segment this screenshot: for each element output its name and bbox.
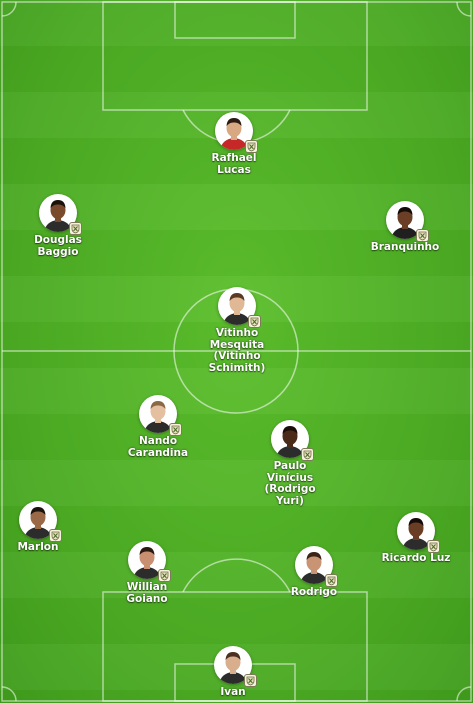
corner-arc-bottom-left [1,686,17,702]
corner-arc-bottom-right [456,686,472,702]
player-portrait [24,507,52,539]
badge-shield [327,576,336,586]
corner-arc-top-left [1,1,17,17]
badge-shield [418,231,427,241]
player-name: Rodrigo [290,586,338,598]
club-badge-icon [325,574,338,587]
club-badge-icon [244,674,257,687]
badge-shield [429,542,438,552]
player-portrait [402,518,430,550]
club-badge-icon [69,222,82,235]
player-ivan[interactable]: Ivan [178,646,288,699]
player-name: Branquinho [370,241,440,253]
player-photo [39,194,77,232]
club-badge-icon [248,315,261,328]
badge-shield [51,531,60,541]
badge-shield [250,317,259,327]
player-name: Ricardo Luz [381,552,451,564]
badge-shield [171,425,180,435]
club-badge-icon [245,140,258,153]
top-penalty-area [102,1,368,111]
badge-shield [246,676,255,686]
badge-shield [303,450,312,460]
bottom-penalty-arc [182,558,291,593]
badge-shield [160,571,169,581]
player-name: Ivan [220,686,246,698]
player-portrait [219,652,247,684]
player-marlon[interactable]: Marlon [0,501,93,554]
player-portrait [44,200,72,232]
player-portrait [276,426,304,458]
player-photo [139,395,177,433]
player-portrait [133,547,161,579]
player-portrait [300,552,328,584]
club-badge-icon [49,529,62,542]
player-portrait [220,118,248,150]
club-badge-icon [416,229,429,242]
badge-shield [71,224,80,234]
club-badge-icon [427,540,440,553]
club-badge-icon [169,423,182,436]
player-rodrigo[interactable]: Rodrigo [259,546,369,599]
corner-arc-top-right [456,1,472,17]
player-ricardo-luz[interactable]: Ricardo Luz [361,512,471,565]
badge-shield [247,142,256,152]
player-portrait [144,401,172,433]
player-photo [215,112,253,150]
club-badge-icon [158,569,171,582]
player-name: Marlon [17,541,59,553]
player-portrait [223,293,251,325]
player-portrait [391,207,419,239]
club-badge-icon [301,448,314,461]
player-branquinho[interactable]: Branquinho [350,201,460,254]
top-goal-area [174,1,296,39]
